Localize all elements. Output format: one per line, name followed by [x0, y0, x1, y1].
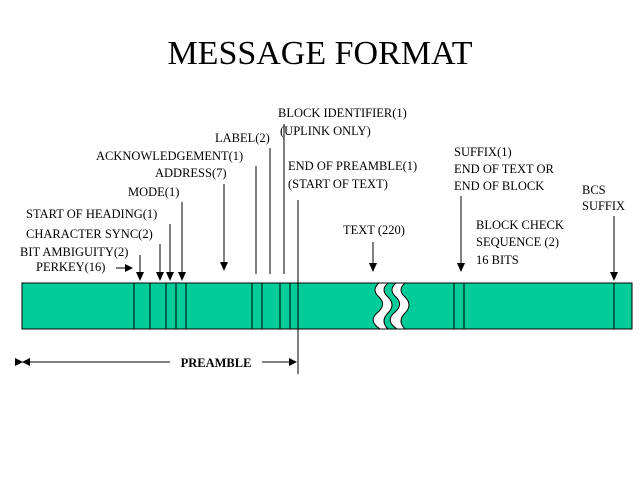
block-check-sequence-label: SEQUENCE (2) — [476, 235, 559, 249]
start-of-text-label: (START OF TEXT) — [288, 177, 388, 191]
end-of-block-label: END OF BLOCK — [454, 179, 544, 193]
bit-ambiguity-arrowhead — [136, 272, 144, 281]
address-label: ADDRESS(7) — [155, 166, 227, 180]
bcs-suffix-arrowhead — [610, 272, 618, 281]
suffix-arrowhead — [457, 263, 465, 272]
page-title: MESSAGE FORMAT — [167, 35, 472, 72]
perkey-arrowhead — [125, 264, 133, 272]
leader-lines — [116, 124, 615, 274]
end-of-text-or-label: END OF TEXT OR — [454, 162, 555, 176]
arrowheads — [125, 262, 618, 281]
field-dividers — [133, 283, 615, 329]
character-sync-label: CHARACTER SYNC(2) — [26, 227, 153, 241]
uplink-only-label: (UPLINK ONLY) — [280, 124, 371, 138]
start-of-heading-arrowhead — [166, 272, 174, 281]
block-check-bits-label: 16 BITS — [476, 253, 519, 267]
label-field-label: LABEL(2) — [215, 131, 270, 145]
bcs-suffix-label: SUFFIX — [582, 199, 625, 213]
perkey-label: PERKEY(16) — [36, 260, 105, 274]
bit-ambiguity-label: BIT AMBIGUITY(2) — [20, 245, 128, 259]
character-sync-arrowhead — [156, 272, 164, 281]
bcs-label: BCS — [582, 183, 606, 197]
preamble-label: PREAMBLE — [181, 356, 252, 370]
suffix-label: SUFFIX(1) — [454, 145, 512, 159]
text-break-1 — [372, 282, 393, 330]
start-of-heading-label: START OF HEADING(1) — [26, 207, 157, 221]
block-check-label: BLOCK CHECK — [476, 218, 564, 232]
block-identifier-label: BLOCK IDENTIFIER(1) — [278, 106, 407, 120]
text-break-2 — [389, 282, 410, 330]
acknowledgement-label: ACKNOWLEDGEMENT(1) — [96, 149, 243, 163]
address-arrowhead — [220, 262, 228, 271]
end-of-preamble-label: END OF PREAMBLE(1) — [288, 159, 417, 173]
message-bar — [21, 282, 633, 330]
preamble-arrowhead-right — [289, 358, 297, 366]
text-arrowhead — [369, 263, 377, 272]
text-field-label: TEXT (220) — [343, 223, 405, 237]
preamble-arrowhead-left — [22, 358, 30, 366]
mode-label: MODE(1) — [128, 185, 179, 199]
mode-arrowhead — [178, 272, 186, 281]
